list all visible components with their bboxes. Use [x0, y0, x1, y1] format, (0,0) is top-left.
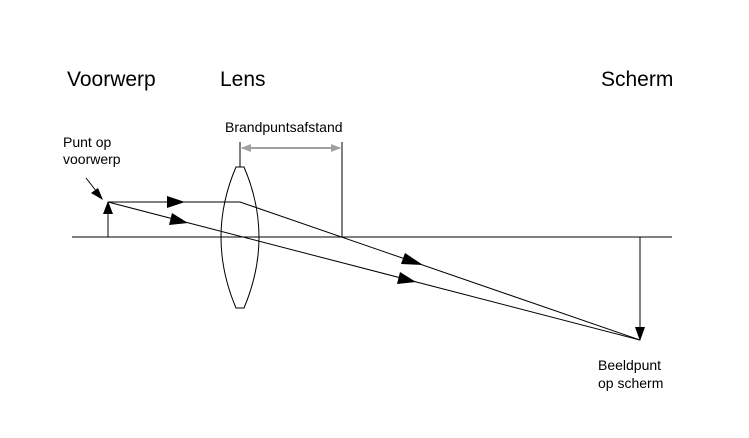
screen-label: Scherm	[601, 68, 674, 91]
object-point-label-line2: voorwerp	[63, 151, 121, 167]
object-point-pointer-head	[91, 188, 103, 200]
image-point-label-line1: Beeldpunt	[598, 357, 662, 373]
focal-length-label: Brandpuntsafstand	[225, 119, 343, 135]
image-point-label-line2: op scherm	[598, 375, 664, 391]
ray-central	[107, 201, 641, 341]
ray-parallel-arrow-1	[167, 196, 185, 208]
object-point-pointer	[85, 177, 98, 193]
lens-shape	[220, 166, 260, 309]
object-arrow-head	[103, 201, 113, 214]
ray-central-arrow-1	[169, 213, 188, 225]
object-point-label-line1: Punt op	[63, 134, 112, 150]
lens-label: Lens	[220, 68, 266, 91]
object-label: Voorwerp	[67, 68, 156, 91]
image-arrow-head	[635, 327, 645, 341]
ray-parallel-arrow-2	[401, 253, 423, 265]
ray-central-arrow-2	[397, 272, 416, 284]
ray-parallel	[108, 201, 641, 341]
